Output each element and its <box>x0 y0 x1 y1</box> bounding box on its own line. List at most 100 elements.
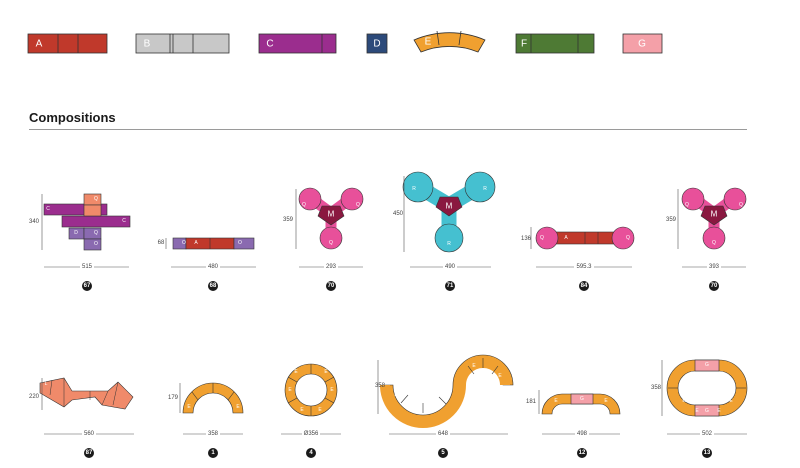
piece-label: R <box>447 241 451 247</box>
piece-label: G <box>580 396 584 402</box>
module-g: G <box>622 33 663 54</box>
composition-number: 5 <box>441 450 445 456</box>
width-dimension: 480 <box>208 264 219 270</box>
section-title: Compositions <box>29 110 116 125</box>
width-dimension: 293 <box>326 264 337 270</box>
piece-label: Q <box>685 202 689 208</box>
width-dimension: 498 <box>577 431 588 437</box>
piece-label: E <box>394 392 398 398</box>
piece-label: E <box>236 404 240 410</box>
piece-label: E <box>729 398 733 404</box>
composition-number: 13 <box>704 450 711 456</box>
piece-label: E <box>288 387 292 393</box>
width-dimension: 560 <box>84 431 95 437</box>
piece-label: G <box>705 408 709 414</box>
module-c-label: C <box>266 39 273 50</box>
module-b-label: B <box>144 39 151 50</box>
piece-label: C <box>46 206 50 212</box>
composition-1: E E 179 358 1 <box>168 382 244 458</box>
piece-label: M <box>711 210 718 219</box>
piece-label: Q <box>739 202 743 208</box>
piece-label: E <box>498 373 502 379</box>
piece-label: Q <box>329 240 333 246</box>
piece-label: Q <box>94 196 98 202</box>
piece-label: C <box>122 218 126 224</box>
piece-label: R <box>412 186 416 192</box>
module-e-label: E <box>425 37 432 48</box>
module-f: F <box>515 33 595 54</box>
piece-label: M <box>446 202 453 211</box>
width-dimension: 595.3 <box>576 264 592 270</box>
piece-label: G <box>705 362 709 368</box>
module-g-label: G <box>638 39 646 50</box>
composition-13: G E E G E E 358 502 13 <box>651 359 748 458</box>
piece-label: O <box>238 240 242 246</box>
module-a: A <box>27 33 108 54</box>
height-dimension: 181 <box>526 399 537 405</box>
piece-label: Q <box>712 240 716 246</box>
composition-number: 71 <box>447 283 454 289</box>
piece-label: L <box>45 381 48 387</box>
width-dimension: 648 <box>438 431 449 437</box>
piece-label: R <box>483 186 487 192</box>
height-dimension: 68 <box>158 240 165 246</box>
composition-71: M R R R 450 490 71 <box>393 171 496 291</box>
piece-label: O <box>182 240 186 246</box>
composition-number-badge <box>208 281 218 291</box>
composition-70: M Q Q Q 359 293 70 <box>283 187 364 291</box>
height-dimension: 359 <box>283 217 294 223</box>
piece-label: E <box>187 404 191 410</box>
piece-label: E <box>318 407 322 413</box>
piece-label: E <box>300 407 304 413</box>
composition-number-badge <box>82 281 92 291</box>
piece-label: A <box>564 235 568 241</box>
piece-label: Q <box>94 230 98 236</box>
piece-label: E <box>472 363 476 369</box>
width-dimension: 502 <box>702 431 713 437</box>
composition-87: L 220 560 87 <box>29 377 134 458</box>
composition-number: 67 <box>84 283 91 289</box>
composition-number-badge <box>306 448 316 458</box>
composition-number: 87 <box>86 450 93 456</box>
piece-label: D <box>74 230 78 236</box>
piece-label: E <box>330 387 334 393</box>
width-dimension: 358 <box>208 431 219 437</box>
piece-label: E <box>682 398 686 404</box>
piece-label: E <box>604 398 608 404</box>
width-dimension: Ø356 <box>304 431 319 437</box>
module-d: D <box>366 33 388 54</box>
module-c: C <box>258 33 337 54</box>
piece-label: E <box>554 398 558 404</box>
piece-label: E <box>410 405 414 411</box>
composition-number-badge <box>445 281 455 291</box>
piece-label: Q <box>356 202 360 208</box>
composition-number: 4 <box>309 450 313 456</box>
composition-number: 70 <box>711 283 718 289</box>
composition-5: E E E E 358 648 5 <box>375 354 514 458</box>
module-d-label: D <box>373 39 380 50</box>
piece-label: E <box>294 369 298 375</box>
module-e: E <box>413 30 486 53</box>
piece-label: M <box>328 210 335 219</box>
composition-number-badge <box>84 448 94 458</box>
width-dimension: 515 <box>82 264 93 270</box>
module-b: B <box>135 33 230 54</box>
height-dimension: 220 <box>29 394 40 400</box>
composition-4: E E E E E E Ø356 4 <box>281 363 341 458</box>
composition-number-badge <box>326 281 336 291</box>
composition-number: 84 <box>581 283 588 289</box>
module-f-label: F <box>521 39 527 50</box>
piece-label: Q <box>540 235 544 241</box>
composition-12: E G E 181 498 12 <box>526 390 621 458</box>
composition-number: 68 <box>210 283 217 289</box>
module-a-label: A <box>36 39 43 50</box>
height-dimension: 358 <box>651 385 662 391</box>
composition-number: 70 <box>328 283 335 289</box>
composition-number-badge <box>208 448 218 458</box>
piece-label: E <box>717 408 721 414</box>
composition-number-badge <box>579 281 589 291</box>
composition-number-badge <box>709 281 719 291</box>
width-dimension: 393 <box>709 264 720 270</box>
composition-67: C C Q D Q O 340 515 67 <box>29 193 131 291</box>
piece-label: A <box>194 240 198 246</box>
